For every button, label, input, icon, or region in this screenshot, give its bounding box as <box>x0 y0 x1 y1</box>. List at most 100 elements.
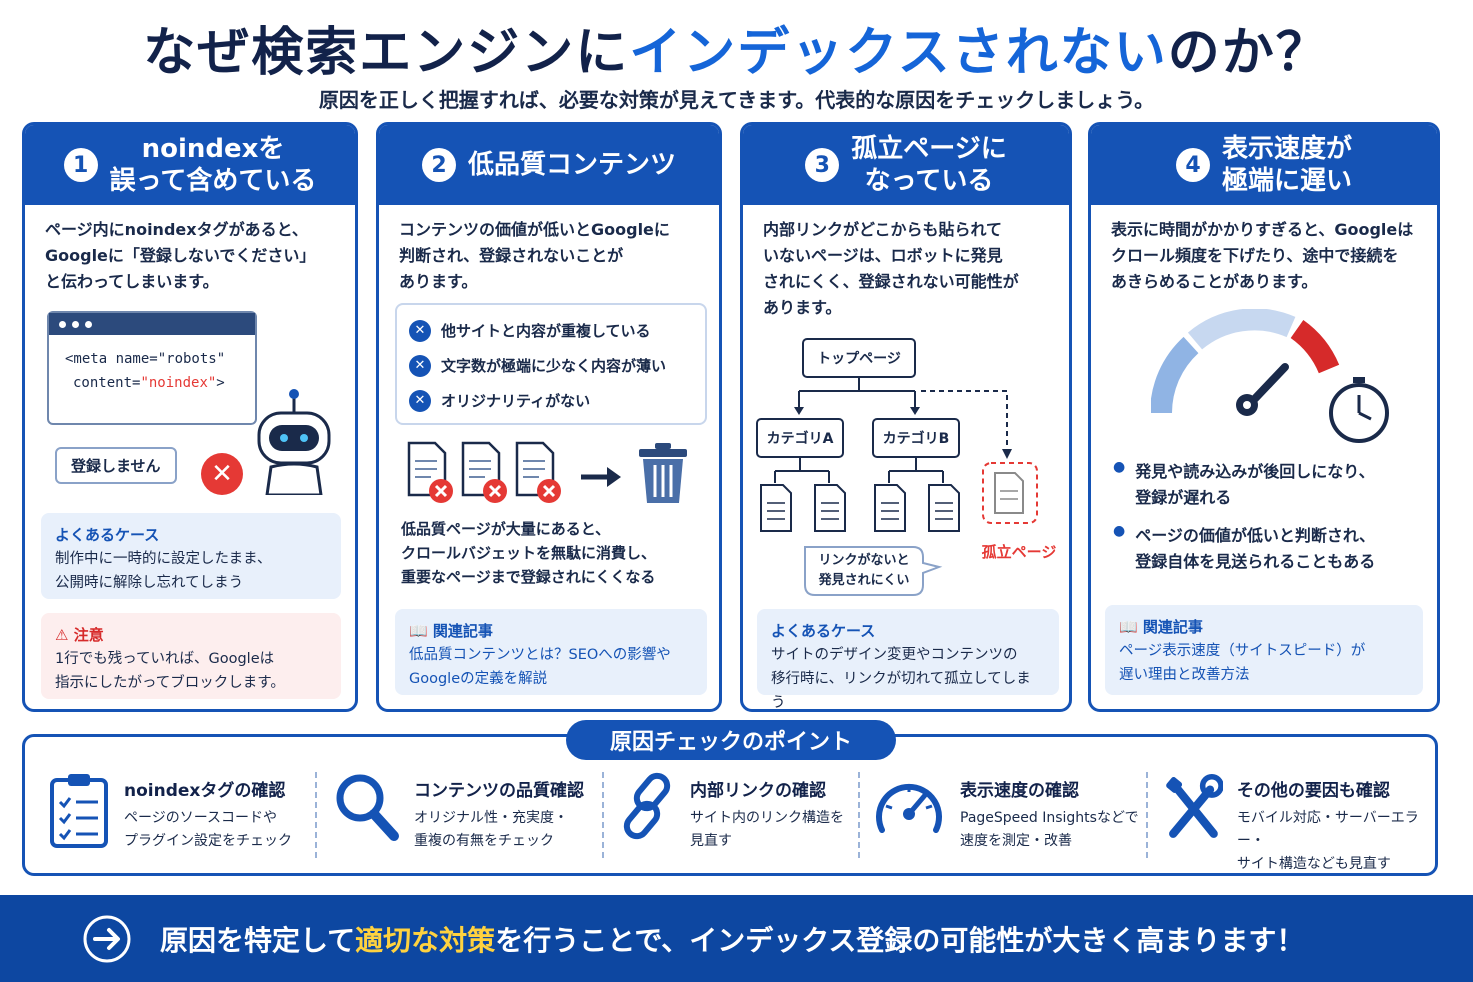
related-article-link[interactable]: ページ表示速度（サイトスピード）が 遅い理由と改善方法 <box>1119 643 1366 683</box>
point-text: モバイル対応・サーバーエラー・ サイト構造なども見直す <box>1236 810 1419 872</box>
code-line: <meta name="robots" <box>65 351 226 367</box>
footer-message: 原因を特定して適切な対策を行うことで、インデックス登録の可能性が大きく高まります… <box>160 919 1304 959</box>
card-title: 表示速度が 極端に遅い <box>1221 134 1352 196</box>
book-icon: 📖 <box>409 622 428 640</box>
point-internal-links: 内部リンクの確認サイト内のリンク構造を 見直す <box>620 770 856 862</box>
quality-checklist: ✕ 他サイトと内容が重複している ✕ 文字数が極端に少なく内容が薄い ✕ オリジナリテ… <box>395 303 707 425</box>
point-text: PageSpeed Insightsなどで 速度を測定・改善 <box>960 810 1139 849</box>
x-circle-icon: ✕ <box>409 354 431 377</box>
warning-title: 注意 <box>73 626 104 644</box>
code-value: "noindex" <box>140 375 217 391</box>
link-icon <box>623 772 671 840</box>
isolated-page-label: 孤立ページ <box>981 543 1057 561</box>
warning-text: 1行でも残っていれば、Googleは 指示にしたがってブロックします。 <box>55 651 285 691</box>
point-title: 表示速度の確認 <box>960 781 1079 801</box>
card-header: 2 低品質コンテンツ <box>379 125 719 205</box>
common-case-box: よくあるケース サイトのデザイン変更やコンテンツの 移行時に、リンクが切れて孤立… <box>757 609 1059 709</box>
related-title: 関連記事 <box>1142 618 1203 636</box>
effect-text: ページの価値が低いと判断され、 登録自体を見送られることもある <box>1135 526 1376 571</box>
card-description: 内部リンクがどこからも貼られて いないページは、ロボットに発見 されにくく、登録… <box>763 220 1019 317</box>
code-window-bar <box>49 313 255 335</box>
trash-icon <box>639 443 687 503</box>
site-structure-diagram <box>756 338 1038 596</box>
point-title: 内部リンクの確認 <box>690 781 826 801</box>
point-title: コンテンツの品質確認 <box>414 781 584 801</box>
cause-card-noindex: 1 noindexを 誤って含めている ページ内にnoindexタグがあると、 … <box>22 122 358 712</box>
related-article-box[interactable]: 📖 関連記事 低品質コンテンツとは？SEOへの影響や Googleの定義を解説 <box>395 609 707 695</box>
effect-item: ●ページの価値が低いと判断され、 登録自体を見送られることもある <box>1113 523 1429 575</box>
card-description: 表示に時間がかかりすぎると、Googleは クロール頻度を下げたり、途中で接続を… <box>1111 220 1414 291</box>
document-x-icon <box>515 441 561 503</box>
speedometer-icon <box>876 784 942 833</box>
card-description: ページ内にnoindexタグがあると、 Googleに「登録しないでください」 … <box>45 220 316 291</box>
divider <box>602 772 604 858</box>
title-highlight: インデックスされない <box>629 23 1168 83</box>
magnifier-icon <box>336 774 399 841</box>
footer-part1: 原因を特定して <box>160 923 356 957</box>
cause-card-orphan-page: 3 孤立ページに なっている 内部リンクがどこからも貼られて いないページは、ロ… <box>740 122 1072 712</box>
check-item-label: オリジナリティがない <box>441 392 591 410</box>
point-title: その他の要因も確認 <box>1236 781 1390 801</box>
point-text: サイト内のリンク構造を 見直す <box>690 810 844 849</box>
point-page-speed: 表示速度の確認 PageSpeed Insightsなどで 速度を測定・改善 <box>872 770 1142 862</box>
point-noindex: noindexタグの確認ページのソースコードや プラグイン設定をチェック <box>48 770 310 862</box>
blocked-icon: ✕ <box>201 453 243 495</box>
effects-list: ●発見や読み込みが後回しになり、 登録が遅れる ●ページの価値が低いと判断され、… <box>1113 459 1429 575</box>
check-item-label: 他サイトと内容が重複している <box>441 322 651 340</box>
speech-bubble: 登録しません <box>55 447 177 484</box>
card-header: 1 noindexを 誤って含めている <box>25 125 355 205</box>
tools-icon <box>1166 773 1223 838</box>
card-description: コンテンツの価値が低いとGoogleに 判断され、登録されないことが あります。 <box>399 220 670 291</box>
common-case-title: よくあるケース <box>771 622 876 640</box>
robot-icon <box>257 389 331 495</box>
speed-gauge-icon <box>1151 309 1389 443</box>
divider <box>858 772 860 858</box>
document-x-icon <box>407 441 453 503</box>
check-item: ✕ オリジナリティがない <box>409 383 693 418</box>
common-case-text: 制作中に一時的に設定したまま、 公開時に解除し忘れてしまう <box>55 551 272 591</box>
card-title: 低品質コンテンツ <box>467 150 676 180</box>
card-number: 2 <box>421 148 456 182</box>
title-part1: なぜ検索エンジンに <box>143 23 630 83</box>
arrow-right-icon <box>581 467 621 487</box>
x-circle-icon: ✕ <box>409 389 431 412</box>
card-title: 孤立ページに なっている <box>851 134 1007 196</box>
footer-part2: を行うことで、インデックス登録の可能性が大きく高まります！ <box>495 923 1305 957</box>
title-part3: のか？ <box>1167 23 1330 83</box>
point-other-factors: その他の要因も確認モバイル対応・サーバーエラー・ サイト構造なども見直す <box>1164 770 1430 872</box>
warning-box: ⚠ 注意 1行でも残っていれば、Googleは 指示にしたがってブロックします。 <box>41 613 341 699</box>
card-header: 3 孤立ページに なっている <box>743 125 1069 205</box>
book-icon: 📖 <box>1119 618 1138 636</box>
related-article-box[interactable]: 📖 関連記事 ページ表示速度（サイトスピード）が 遅い理由と改善方法 <box>1105 605 1423 695</box>
code-attr: content= <box>73 375 141 391</box>
card-number: 1 <box>63 148 98 182</box>
card-title: noindexを 誤って含めている <box>109 134 317 196</box>
document-x-icon <box>461 441 507 503</box>
common-case-box: よくあるケース 制作中に一時的に設定したまま、 公開時に解除し忘れてしまう <box>41 513 341 599</box>
check-item-label: 文字数が極端に少なく内容が薄い <box>441 357 667 375</box>
footer-banner: 原因を特定して適切な対策を行うことで、インデックス登録の可能性が大きく高まります… <box>0 895 1473 982</box>
related-article-link[interactable]: 低品質コンテンツとは？SEOへの影響や Googleの定義を解説 <box>409 647 671 687</box>
top-page-node: トップページ <box>817 351 901 367</box>
page-title: なぜ検索エンジンにインデックスされないのか？ <box>0 10 1473 85</box>
check-item: ✕ 文字数が極端に少なく内容が薄い <box>409 348 693 383</box>
code-end: > <box>216 375 225 391</box>
cause-card-low-quality: 2 低品質コンテンツ コンテンツの価値が低いとGoogleに 判断され、登録され… <box>376 122 722 712</box>
page-subtitle: 原因を正しく把握すれば、必要な対策が見えてきます。代表的な原因をチェックしましょ… <box>318 88 1155 112</box>
common-case-text: サイトのデザイン変更やコンテンツの 移行時に、リンクが切れて孤立してしまう <box>771 647 1031 711</box>
low-quality-pages-illustration <box>407 441 687 503</box>
check-item: ✕ 他サイトと内容が重複している <box>409 313 693 348</box>
low-quality-note: 低品質ページが大量にあると、 クロールバジェットを無駄に消費し、 重要なページま… <box>401 520 657 586</box>
point-title: noindexタグの確認 <box>124 781 286 801</box>
check-points-title: 原因チェックのポイント <box>566 720 896 760</box>
divider <box>315 772 317 858</box>
card-header: 4 表示速度が 極端に遅い <box>1091 125 1437 205</box>
warning-icon: ⚠ <box>55 626 69 644</box>
point-text: オリジナル性・充実度・ 重複の有無をチェック <box>414 810 568 849</box>
cause-card-slow-speed: 4 表示速度が 極端に遅い 表示に時間がかかりすぎると、Googleは クロール… <box>1088 122 1440 712</box>
category-b-node: カテゴリB <box>882 431 950 447</box>
arrow-circle-icon <box>83 915 131 962</box>
x-circle-icon: ✕ <box>409 319 431 342</box>
clipboard-check-icon <box>50 774 108 848</box>
card-number: 4 <box>1175 148 1210 182</box>
